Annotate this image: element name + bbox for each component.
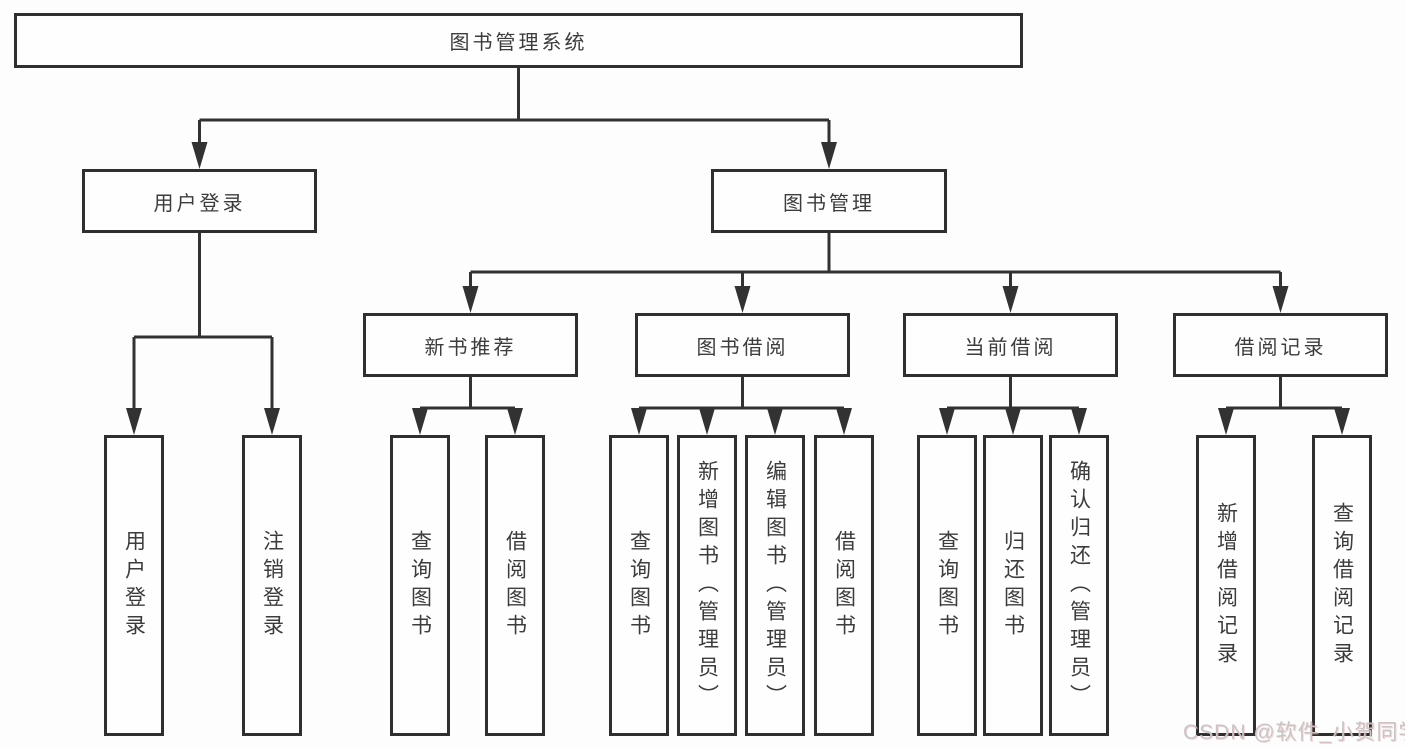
node-user-login-branch: 用户登录 <box>82 169 317 233</box>
arrowhead-icon <box>767 408 783 435</box>
node-leaf-add-borrow-record: 新增借阅记录 <box>1196 435 1256 736</box>
arrowhead-icon <box>191 142 208 169</box>
node-leaf-query-books-1: 查询图书 <box>390 435 450 736</box>
arrowhead-icon <box>264 408 280 435</box>
node-leaf-edit-book-admin: 编辑图书（管理员） <box>745 435 805 736</box>
node-leaf-query-borrow-record: 查询借阅记录 <box>1312 435 1372 736</box>
arrowhead-icon <box>631 408 647 435</box>
node-root-library-system: 图书管理系统 <box>14 13 1023 68</box>
node-leaf-borrow-books-1: 借阅图书 <box>485 435 545 736</box>
node-new-book-recommend: 新书推荐 <box>363 313 578 377</box>
arrowhead-icon <box>699 408 715 435</box>
arrowhead-icon <box>1071 408 1087 435</box>
node-current-borrow: 当前借阅 <box>903 313 1118 377</box>
node-book-borrow: 图书借阅 <box>635 313 850 377</box>
node-leaf-user-login: 用户登录 <box>104 435 164 736</box>
arrowhead-icon <box>821 142 837 169</box>
node-leaf-confirm-return-admin: 确认归还（管理员） <box>1049 435 1109 736</box>
csdn-watermark: CSDN @软件_小贺同学 <box>1183 721 1405 744</box>
arrowhead-icon <box>462 286 479 313</box>
arrowhead-icon <box>939 408 955 435</box>
arrowhead-icon <box>734 286 751 313</box>
node-leaf-borrow-books-2: 借阅图书 <box>814 435 874 736</box>
arrowhead-icon <box>412 408 428 435</box>
node-leaf-logout: 注销登录 <box>242 435 302 736</box>
node-leaf-return-book: 归还图书 <box>983 435 1043 736</box>
arrowhead-icon <box>1334 408 1350 435</box>
arrowhead-icon <box>1218 408 1234 435</box>
arrowhead-icon <box>507 408 523 435</box>
arrowhead-icon <box>1002 286 1019 313</box>
node-leaf-query-books-2: 查询图书 <box>609 435 669 736</box>
node-borrow-records: 借阅记录 <box>1173 313 1388 377</box>
arrowhead-icon <box>126 408 142 435</box>
node-book-management-branch: 图书管理 <box>711 169 947 233</box>
arrowhead-icon <box>1272 286 1289 313</box>
node-leaf-query-books-3: 查询图书 <box>917 435 977 736</box>
node-leaf-add-book-admin: 新增图书（管理员） <box>677 435 737 736</box>
arrowhead-icon <box>1005 408 1021 435</box>
arrowhead-icon <box>836 408 852 435</box>
